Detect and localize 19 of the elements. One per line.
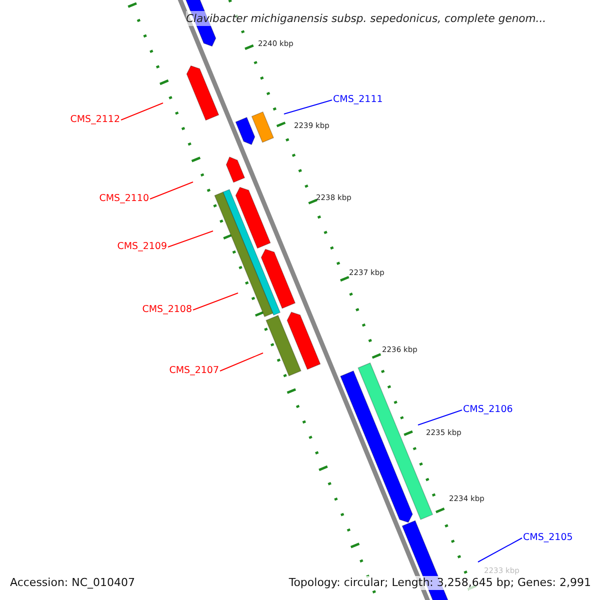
gene-label: CMS_2107 (169, 364, 219, 378)
gene-label: CMS_2105 (523, 531, 573, 545)
map-title: Clavibacter michiganensis subsp. sepedonicus, complete genom... (186, 11, 546, 26)
gene-label: CMS_2111 (333, 93, 383, 107)
gene-label: CMS_2109 (117, 240, 167, 254)
leader-line (284, 100, 332, 114)
leader-line (150, 182, 194, 200)
leader-line (120, 102, 164, 120)
gene-label: CMS_2106 (463, 403, 513, 417)
gene-label: CMS_2108 (142, 303, 192, 317)
leader-line (478, 538, 522, 562)
gene-label: CMS_2112 (70, 113, 120, 127)
leader-line (418, 410, 462, 426)
leader-line (220, 352, 264, 372)
info-text: Topology: circular; Length: 3,258,645 bp; Genes: 2,991 (288, 576, 591, 590)
info-text: Accession: NC_010407 (10, 576, 136, 590)
leader-line (168, 230, 214, 248)
gene-label: CMS_2110 (99, 192, 149, 206)
leader-line (192, 292, 238, 310)
